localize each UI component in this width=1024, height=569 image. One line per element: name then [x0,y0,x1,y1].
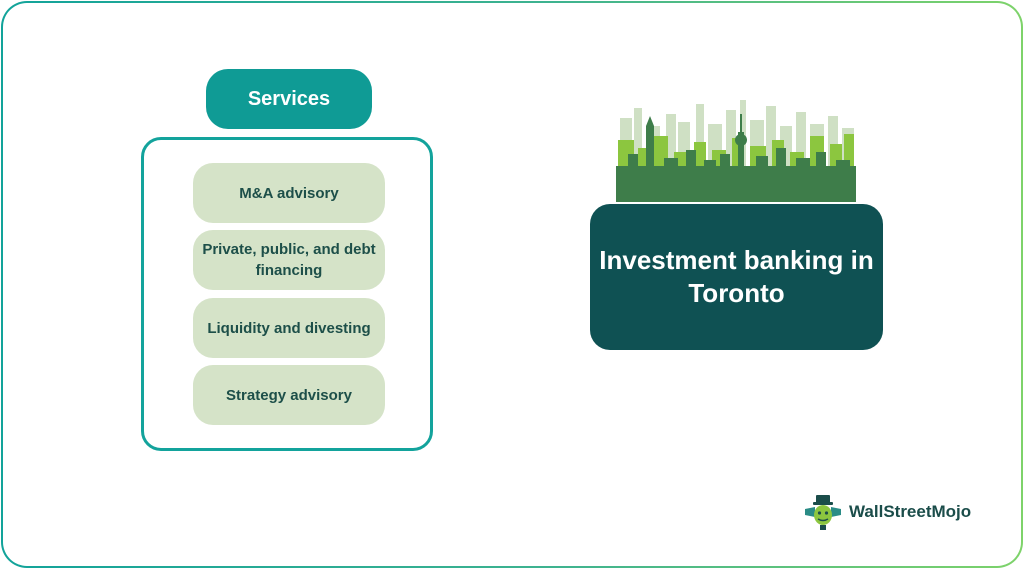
topic-title: Investment banking in Toronto [590,204,883,350]
services-list-box [141,137,433,451]
city-skyline-icon [616,100,856,202]
logo-wordmark: WallStreetMojo [849,502,972,521]
service-item-liquidity: Liquidity and divesting [193,298,385,358]
service-item-financing: Private, public, and debt financing [193,230,385,290]
mascot-icon [805,495,841,530]
wallstreetmojo-logo: WallStreetMojo [803,493,971,531]
services-title: Services [206,69,372,129]
service-item-strategy: Strategy advisory [193,365,385,425]
service-item-ma-advisory: M&A advisory [193,163,385,223]
